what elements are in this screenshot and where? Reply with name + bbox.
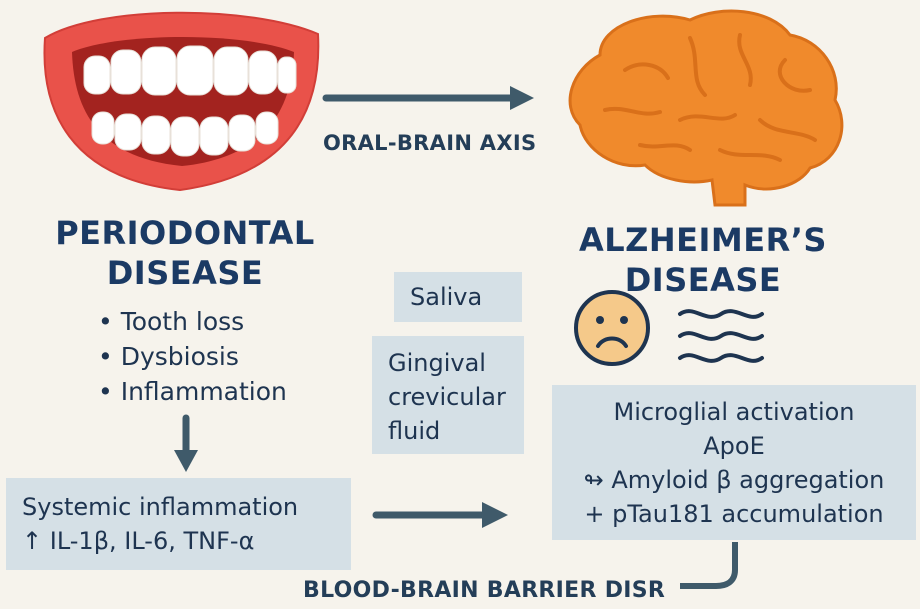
sad-face-icon — [574, 290, 650, 366]
apoe: ApoE — [703, 432, 765, 460]
alzheimers-title-line1: ALZHEIMER’S — [579, 221, 827, 259]
bullet-dysbiosis: • Dysbiosis — [98, 342, 239, 371]
ptau-accumulation: + pTau181 accumulation — [584, 500, 884, 528]
alzheimers-mechanisms-box: Microglial activation ApoE ↬ Amyloid β a… — [552, 385, 916, 540]
bullet-inflammation: • Inflammation — [98, 377, 287, 406]
gcf-line1: Gingival — [388, 349, 486, 377]
periodontal-title-line2: DISEASE — [106, 254, 264, 292]
wavy-lines-icon — [678, 309, 764, 363]
systemic-line1: Systemic inflammation — [22, 493, 299, 521]
alzheimers-title-line2: DISEASE — [624, 261, 782, 299]
bullet-tooth-loss: • Tooth loss — [98, 307, 245, 336]
bbb-disruption-label: BLOOD-BRAIN BARRIER DISR — [303, 578, 670, 603]
systemic-line2: ↑ IL-1β, IL-6, TNF-α — [22, 527, 255, 555]
gcf-box: Gingival crevicular fluid — [372, 336, 524, 454]
periodontal-bullets: • Tooth loss • Dysbiosis • Inflammation — [98, 304, 287, 409]
amyloid-aggregation: ↬ Amyloid β aggregation — [583, 466, 885, 494]
alzheimers-title: ALZHEIMER’S DISEASE — [553, 220, 853, 300]
periodontal-title: PERIODONTAL DISEASE — [40, 213, 330, 293]
saliva-label: Saliva — [410, 283, 483, 311]
systemic-inflammation-box: Systemic inflammation ↑ IL-1β, IL-6, TNF… — [6, 478, 351, 570]
gcf-line3: fluid — [388, 417, 441, 445]
saliva-box: Saliva — [394, 272, 522, 322]
gcf-line2: crevicular — [388, 383, 506, 411]
periodontal-title-line1: PERIODONTAL — [55, 214, 315, 252]
oral-brain-axis-label: ORAL-BRAIN AXIS — [323, 131, 537, 155]
microglial-activation: Microglial activation — [613, 398, 855, 426]
